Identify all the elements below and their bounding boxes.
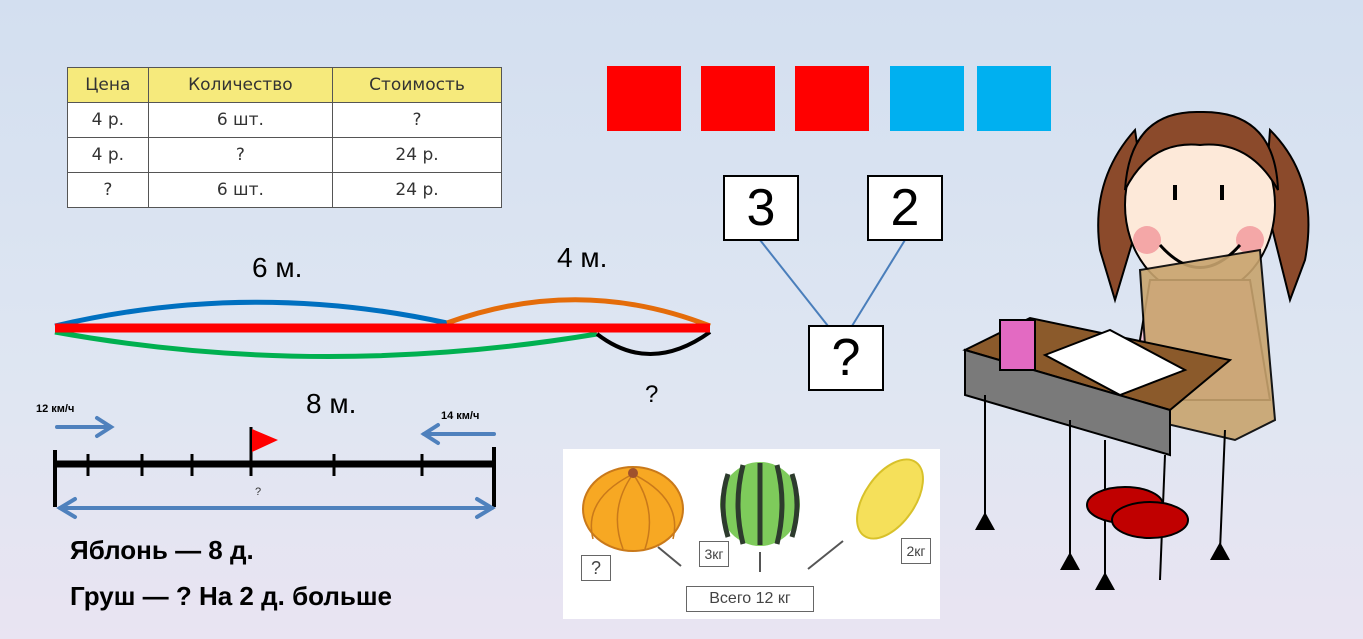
melon-weight: 2кг	[901, 538, 931, 564]
cell: 24 р.	[332, 137, 502, 173]
arc-total	[54, 329, 598, 359]
problem-line-1: Яблонь — 8 д.	[70, 535, 254, 565]
connector-line	[851, 239, 906, 327]
arc-unknown	[595, 330, 712, 356]
header-price: Цена	[67, 67, 149, 103]
label-second-segment: 4 м.	[557, 242, 608, 273]
table-row: ? 6 шт. 24 р.	[67, 172, 502, 208]
melon-icon	[856, 458, 924, 540]
fruit-panel: ? 3кг 2кг Всего 12 кг	[563, 449, 940, 619]
distance-label: ?	[255, 486, 262, 498]
header-quantity: Количество	[147, 67, 334, 103]
pumpkin-weight: ?	[581, 555, 611, 581]
cell: 6 шт.	[147, 102, 334, 138]
pumpkin-icon	[582, 466, 684, 552]
blue-square	[890, 66, 964, 131]
label-first-segment: 6 м.	[252, 252, 303, 283]
number-box-left: 3	[723, 175, 799, 241]
blue-square	[977, 66, 1051, 131]
label-unknown-segment: ?	[645, 381, 659, 408]
cell: ?	[67, 172, 149, 208]
red-square	[607, 66, 681, 131]
total-weight: Всего 12 кг	[686, 586, 814, 612]
cell: ?	[332, 102, 502, 138]
speed-left: 12 км/ч	[36, 403, 75, 415]
cell: 24 р.	[332, 172, 502, 208]
connector-line	[759, 239, 829, 327]
table-row: 4 р. 6 шт. ?	[67, 102, 502, 138]
speed-right: 14 км/ч	[441, 410, 480, 422]
header-cost: Стоимость	[332, 67, 502, 103]
red-square	[701, 66, 775, 131]
girl-illustration	[962, 110, 1310, 590]
number-box-result: ?	[808, 325, 884, 391]
arc-first	[54, 299, 448, 329]
label-total-segment: 8 м.	[306, 388, 357, 419]
number-box-right: 2	[867, 175, 943, 241]
arc-second	[446, 297, 711, 329]
watermelon-weight: 3кг	[699, 541, 729, 567]
red-square	[795, 66, 869, 131]
table-row: 4 р. ? 24 р.	[67, 137, 502, 173]
price-table: Цена Количество Стоимость 4 р. 6 шт. ? 4…	[67, 67, 502, 208]
cell: 6 шт.	[147, 172, 334, 208]
problem-line-2: Груш — ? На 2 д. больше	[70, 581, 392, 611]
flag-icon	[252, 429, 278, 452]
